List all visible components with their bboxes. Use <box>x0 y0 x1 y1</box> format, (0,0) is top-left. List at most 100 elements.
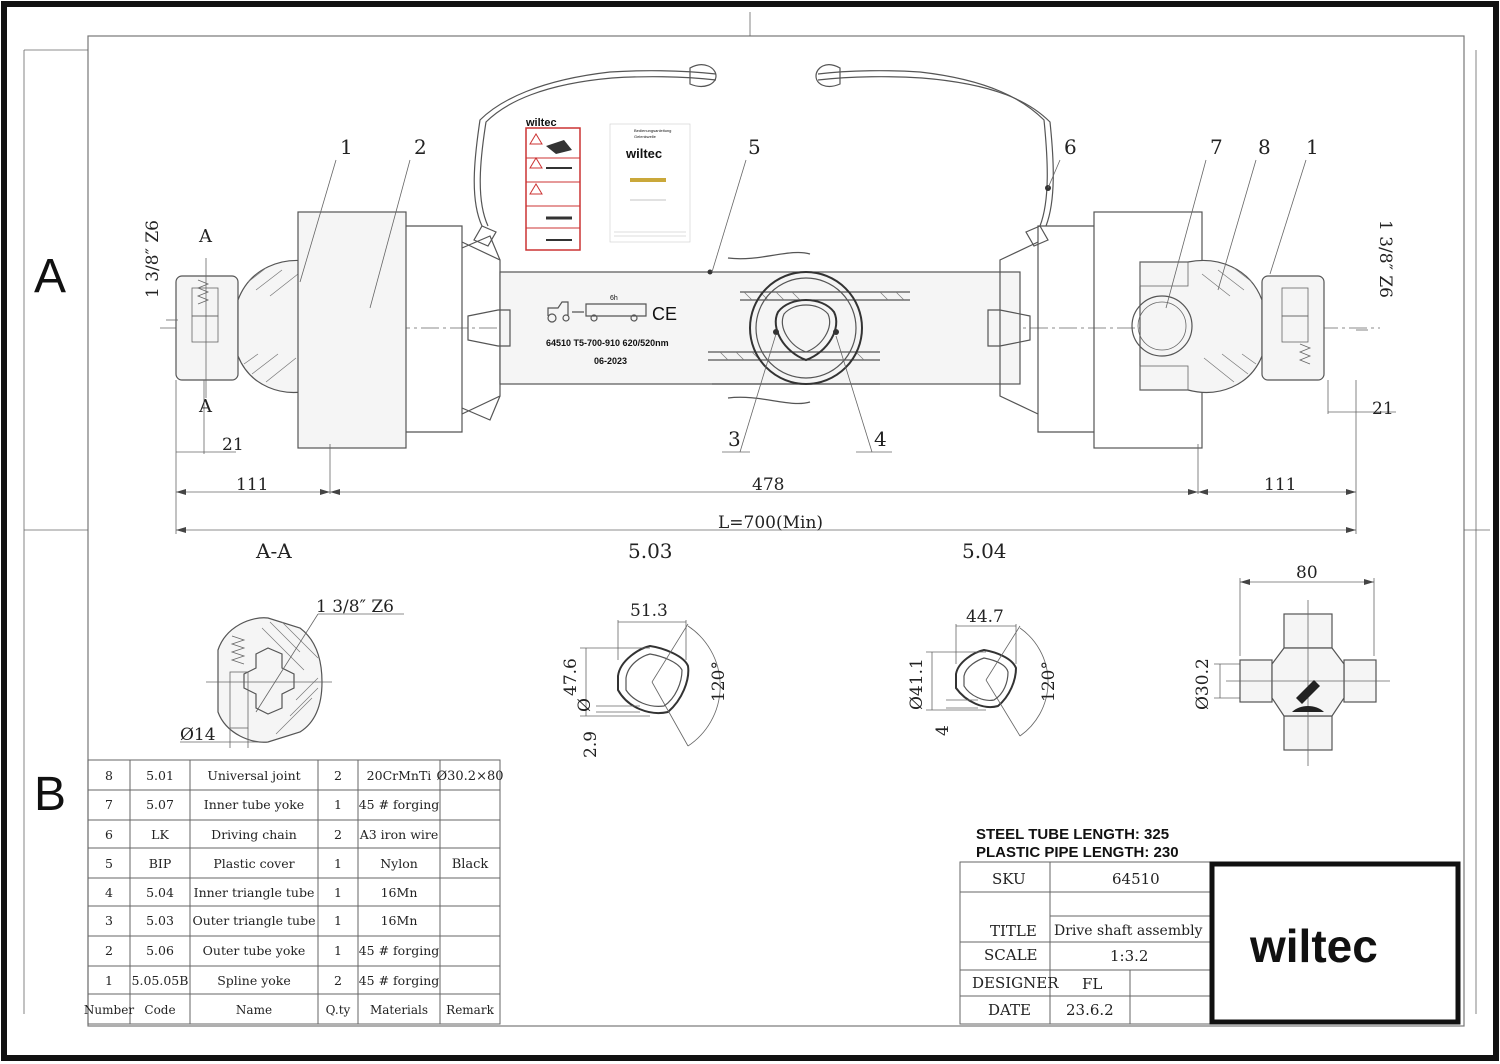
section-504-width: 44.7 <box>966 607 1004 627</box>
cross-width: 80 <box>1296 563 1318 583</box>
plastic-guard-tube <box>499 271 1021 385</box>
bom-cell-name: Outer triangle tube <box>192 913 315 928</box>
bom-cell-qty: 1 <box>334 885 342 900</box>
bom-cell-code: 5.04 <box>146 885 174 900</box>
label-ce: CE <box>652 304 677 324</box>
section-503-title: 5.03 <box>628 539 673 563</box>
shaft-assembly: wiltec Bedienungsanleitung Gelenkwelle w… <box>160 64 1380 449</box>
balloon-6: 6 <box>1064 135 1077 159</box>
sheet-brand: wiltec <box>625 146 662 161</box>
dimension-lines <box>166 319 1396 534</box>
bom-cell-qty: 2 <box>334 973 342 988</box>
bom-header-code: Code <box>144 1003 175 1017</box>
bom-cell-number: 3 <box>105 913 113 928</box>
left-cover-bell <box>297 211 407 449</box>
bom-cell-name: Universal joint <box>207 768 300 783</box>
note-steel-tube: STEEL TUBE LENGTH: 325 <box>976 826 1169 843</box>
balloon-1-left: 1 <box>340 135 353 159</box>
bom-header-name: Name <box>236 1003 272 1017</box>
balloon-leaders <box>299 159 1307 453</box>
title-date-value: 23.6.2 <box>1066 1001 1114 1019</box>
bom-cell-qty: 1 <box>334 797 342 812</box>
section-503-height: 47.6 <box>561 658 581 696</box>
right-spline-yoke <box>1139 259 1263 394</box>
section-503-angle: 120° <box>709 661 729 702</box>
zone-a: A <box>34 250 66 303</box>
bom-cell-name: Spline yoke <box>217 973 291 988</box>
tractor-icon <box>547 301 570 323</box>
section-503-width: 51.3 <box>630 601 668 621</box>
title-date-label: DATE <box>988 1001 1031 1019</box>
zone-b: B <box>34 768 66 821</box>
section-5-04: 5.04 44.7 Ø41.1 4 120° <box>907 539 1059 737</box>
implement-icon <box>572 303 647 322</box>
bom-header-remark: Remark <box>446 1003 494 1017</box>
right-spline-hub <box>1261 275 1325 381</box>
note-plastic-pipe: PLASTIC PIPE LENGTH: 230 <box>976 844 1179 861</box>
bom-header-materials: Materials <box>370 1003 428 1017</box>
section-5-03: 5.03 51.3 47.6 Ø 2.9 120° <box>561 539 729 758</box>
label-line-2: 06-2023 <box>594 356 627 366</box>
bom-cell-materials: Nylon <box>380 856 418 871</box>
section-aa-title: A-A <box>255 539 292 563</box>
bom-cell-code: 5.05.05B <box>132 973 189 988</box>
sheet-small-1: Bedienungsanleitung <box>634 128 671 133</box>
section-504-angle: 120° <box>1039 661 1059 702</box>
bom-header-number: Number <box>84 1003 134 1017</box>
bom-cell-name: Driving chain <box>211 827 297 842</box>
dim-21-right: 21 <box>1372 399 1394 419</box>
bom-cell-number: 6 <box>105 827 113 842</box>
section-504-height: Ø41.1 <box>907 658 927 710</box>
balloon-5: 5 <box>748 135 761 159</box>
title-sku-label: SKU <box>992 870 1026 888</box>
title-title-label: TITLE <box>990 922 1037 940</box>
dim-111-left: 111 <box>236 475 268 495</box>
section-mark-top: A <box>198 226 213 247</box>
bom-cell-qty: 2 <box>334 768 342 783</box>
balloon-8: 8 <box>1258 135 1271 159</box>
bom-cell-code: 5.07 <box>146 797 174 812</box>
bom-cell-number: 8 <box>105 768 113 783</box>
balloon-1-right: 1 <box>1306 135 1319 159</box>
balloon-4: 4 <box>874 427 887 451</box>
section-503-wall: 2.9 <box>581 731 601 758</box>
right-driving-chain <box>817 70 1048 227</box>
bom-cell-materials: A3 iron wire <box>359 827 439 842</box>
bom-cell-materials: 45 # forging <box>359 973 440 988</box>
title-title-value: Drive shaft assembly <box>1054 923 1203 939</box>
sheet-small-2: Gelenkwelle <box>634 134 657 139</box>
section-mark-bottom: A <box>198 396 213 417</box>
bom-cell-number: 1 <box>105 973 113 988</box>
bom-cell-name: Inner triangle tube <box>194 885 315 900</box>
bom-cell-name: Inner tube yoke <box>204 797 304 812</box>
title-scale-label: SCALE <box>984 946 1038 964</box>
section-aa-diameter: Ø14 <box>180 725 216 745</box>
left-driving-chain <box>473 70 717 227</box>
bom-cell-number: 7 <box>105 797 113 812</box>
title-sku-value: 64510 <box>1112 870 1160 888</box>
bom-header-qty: Q.ty <box>326 1003 351 1017</box>
dim-478: 478 <box>752 475 784 495</box>
label-speed: 6h <box>610 295 618 302</box>
cross-diameter: Ø30.2 <box>1193 658 1213 710</box>
dim-overall-length: L=700(Min) <box>718 513 823 533</box>
bom-rows: 8 5.01 Universal joint 2 20CrMnTi Ø30.2×80 7 5.… <box>105 768 504 988</box>
bom-table <box>87 759 501 1025</box>
label-line-1: 64510 T5-700-910 620/520nm <box>546 338 669 348</box>
bom-cell-qty: 1 <box>334 856 342 871</box>
bom-cell-code: 5.01 <box>146 768 174 783</box>
bom-cell-materials: 20CrMnTi <box>367 768 432 783</box>
title-scale-value: 1:3.2 <box>1110 947 1148 965</box>
label-brand: wiltec <box>525 117 557 129</box>
balloon-7: 7 <box>1210 135 1223 159</box>
bom-cell-materials: 16Mn <box>381 885 418 900</box>
universal-joint-cross: 80 Ø30.2 <box>1193 563 1390 766</box>
bom-cell-code: LK <box>151 827 169 842</box>
bom-cell-remark: Ø30.2×80 <box>436 769 503 784</box>
bom-cell-name: Outer tube yoke <box>203 943 306 958</box>
bom-cell-remark: Black <box>452 857 489 872</box>
balloon-2: 2 <box>414 135 427 159</box>
dim-21-left: 21 <box>222 435 244 455</box>
section-aa-thread: 1 3/8″ Z6 <box>316 597 394 617</box>
